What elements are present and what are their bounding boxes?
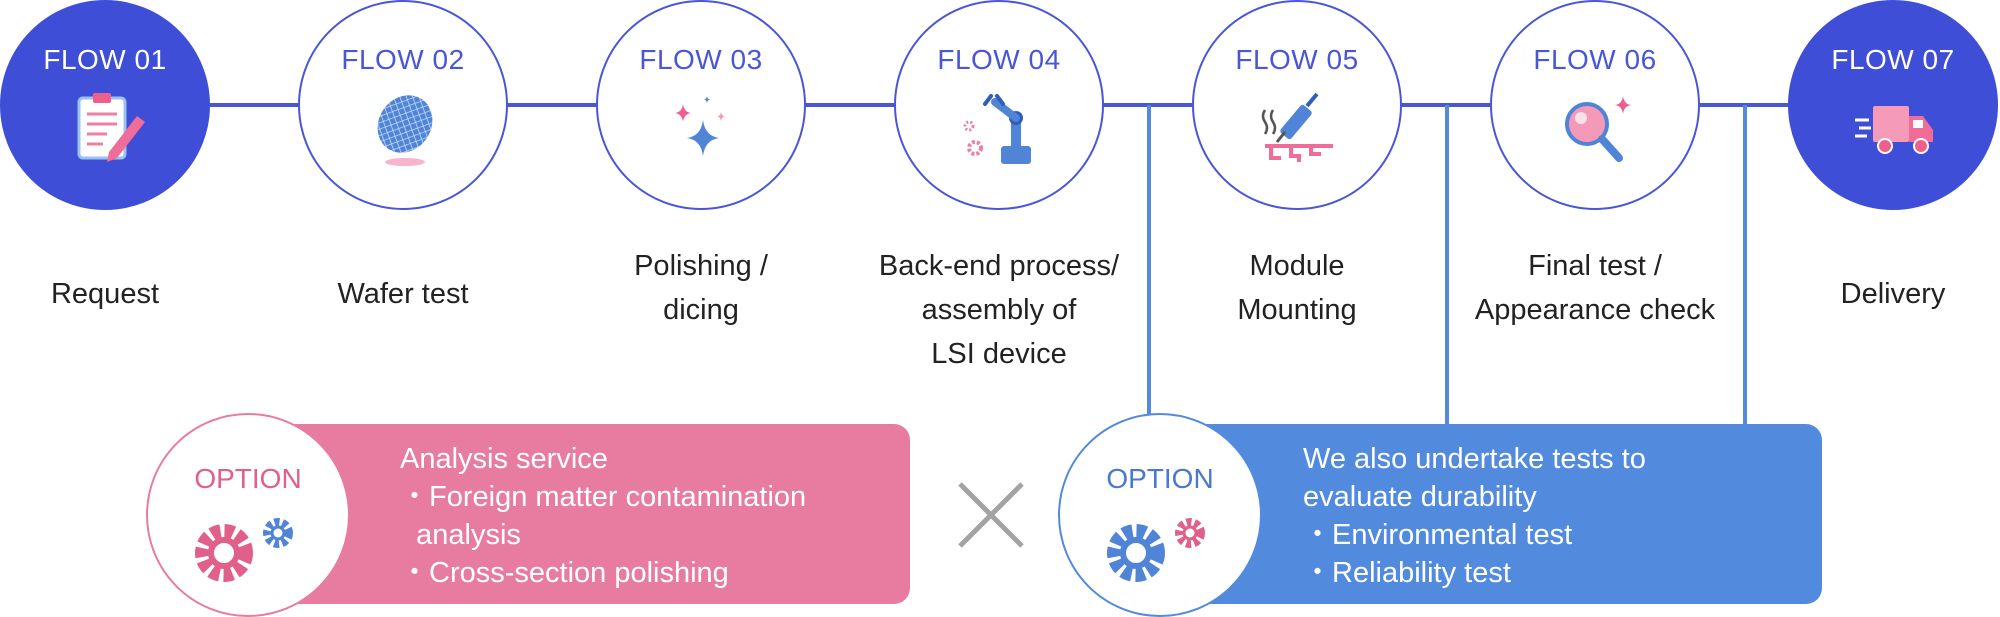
times-icon bbox=[958, 482, 1024, 548]
option-1-circle: OPTION bbox=[146, 413, 350, 617]
flow-01-label: FLOW 01 bbox=[43, 44, 167, 75]
option-1-panel: Analysis service ・Foreign matter contami… bbox=[270, 424, 910, 604]
flow-01-text: Request bbox=[50, 278, 159, 310]
flow-03-label: FLOW 03 bbox=[639, 44, 763, 75]
option-1-text: Analysis service ・Foreign matter contami… bbox=[400, 443, 807, 589]
flow-02-circle: FLOW 02 bbox=[298, 0, 508, 210]
flow-05-label: FLOW 05 bbox=[1235, 44, 1359, 75]
flow-04-label: FLOW 04 bbox=[937, 44, 1061, 75]
flow-07-label: FLOW 07 bbox=[1831, 44, 1955, 75]
option-2-text: We also undertake tests to evaluate dura… bbox=[1303, 443, 1646, 589]
flow-01-circle: FLOW 01 bbox=[0, 0, 210, 210]
flow-02-label: FLOW 02 bbox=[341, 44, 465, 75]
robot-arm-icon bbox=[963, 94, 1031, 164]
sparkle-icon bbox=[675, 96, 725, 156]
wafer-icon bbox=[377, 95, 433, 166]
gears-icon bbox=[1107, 518, 1205, 582]
flow-04-circle: FLOW 04 bbox=[894, 0, 1104, 210]
flow-07-text: Delivery bbox=[1840, 278, 1946, 310]
delivery-truck-icon bbox=[1855, 106, 1933, 154]
flow-06-text: Final test / Appearance check bbox=[1474, 250, 1716, 326]
option-2-circle: OPTION bbox=[1058, 413, 1262, 617]
soldering-iron-icon bbox=[1261, 92, 1333, 162]
magnifier-icon bbox=[1565, 96, 1631, 162]
flow-06-circle: FLOW 06 bbox=[1490, 0, 1700, 210]
flow-07-circle: FLOW 07 bbox=[1788, 0, 1998, 210]
flow-05-text: Module Mounting bbox=[1237, 250, 1357, 326]
flow-02-text: Wafer test bbox=[337, 278, 469, 310]
flow-03-text: Polishing / dicing bbox=[634, 250, 768, 326]
flow-05-circle: FLOW 05 bbox=[1192, 0, 1402, 210]
flow-03-circle: FLOW 03 bbox=[596, 0, 806, 210]
option-2-panel: We also undertake tests to evaluate dura… bbox=[1188, 424, 1822, 604]
flow-04-text: Back-end process/ assembly of LSI device bbox=[878, 250, 1120, 370]
gears-icon bbox=[195, 518, 293, 582]
option-2-label: OPTION bbox=[1106, 463, 1214, 494]
clipboard-pen-icon bbox=[77, 93, 145, 162]
option-1-label: OPTION bbox=[194, 463, 302, 494]
flow-06-label: FLOW 06 bbox=[1533, 44, 1657, 75]
